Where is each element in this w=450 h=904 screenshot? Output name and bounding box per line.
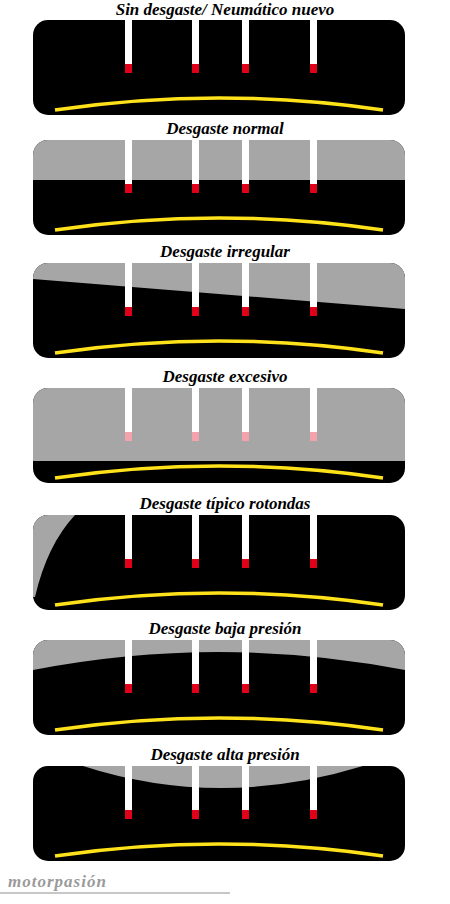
wear-panel: Desgaste excesivo bbox=[0, 367, 450, 387]
wear-panel: Desgaste normal bbox=[0, 119, 450, 139]
panel-title: Desgaste baja presión bbox=[149, 619, 302, 639]
panel-title: Desgaste excesivo bbox=[162, 367, 287, 387]
wear-panel: Desgaste típico rotondas bbox=[0, 494, 450, 514]
panel-title: Desgaste irregular bbox=[160, 242, 290, 262]
panel-title: Desgaste típico rotondas bbox=[140, 494, 311, 514]
panel-title: Desgaste normal bbox=[166, 119, 284, 139]
panel-title: Desgaste alta presión bbox=[150, 745, 299, 765]
panel-title: Sin desgaste/ Neumático nuevo bbox=[116, 0, 335, 20]
wear-panel: Desgaste irregular bbox=[0, 242, 450, 262]
wear-panel: Desgaste alta presión bbox=[0, 745, 450, 765]
watermark: motorpasión bbox=[8, 872, 107, 892]
wear-panel: Sin desgaste/ Neumático nuevo bbox=[0, 0, 450, 20]
wear-panel: Desgaste baja presión bbox=[0, 619, 450, 639]
